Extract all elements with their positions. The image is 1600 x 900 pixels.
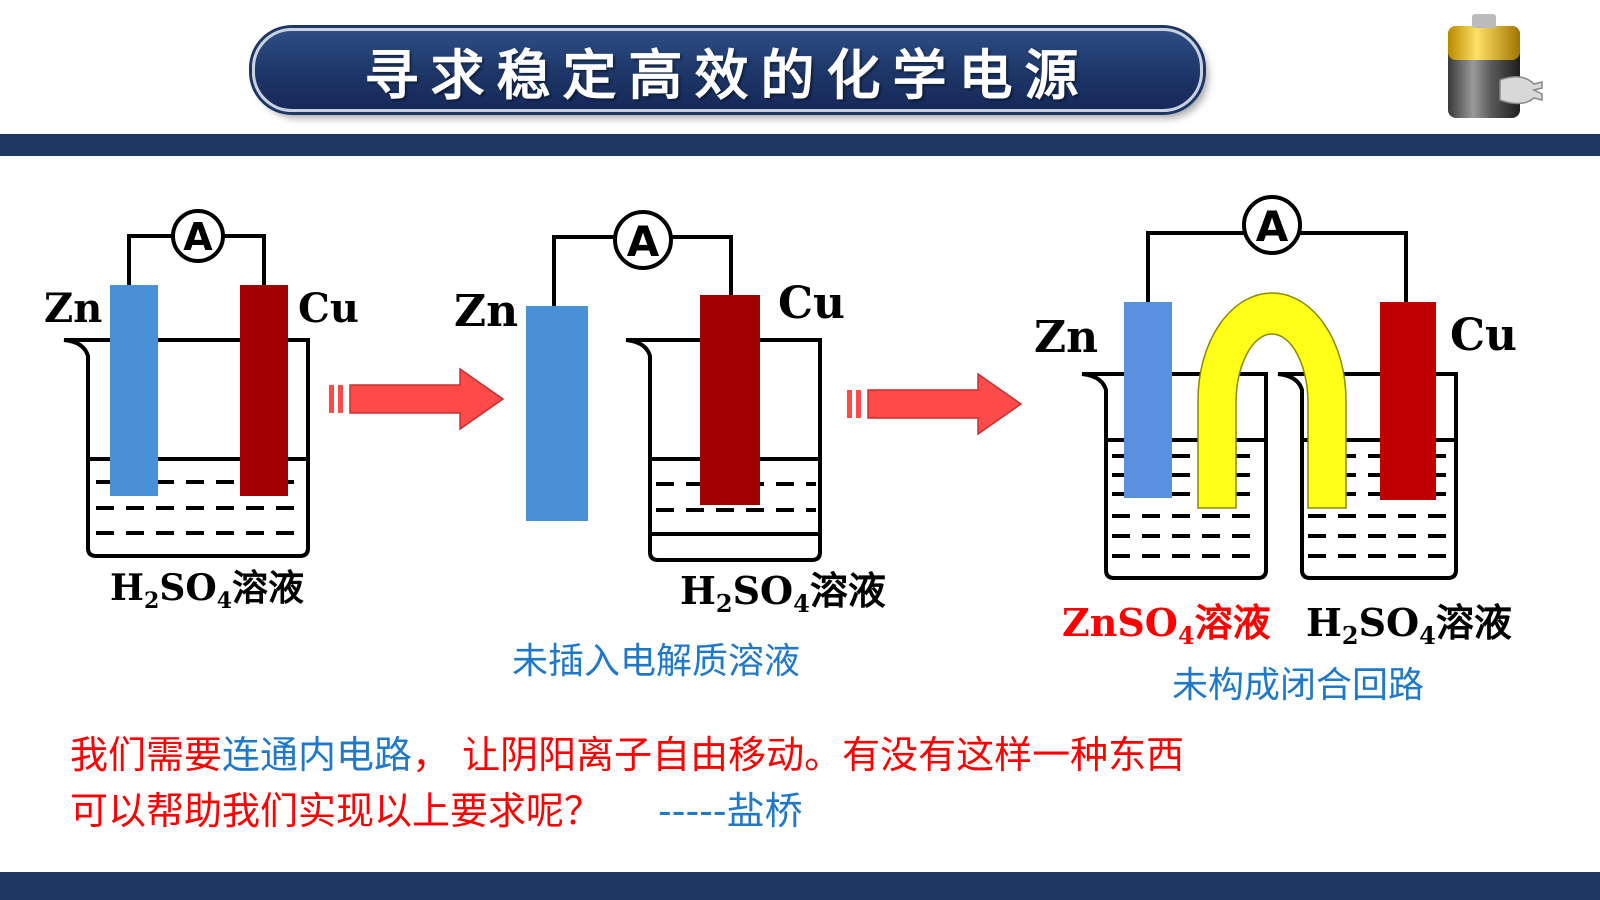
setup2-ammeter xyxy=(613,210,673,270)
setup1-ammeter xyxy=(171,209,225,263)
page-title: 寻求稳定高效的化学电源 xyxy=(364,43,1091,107)
setup3-zn-electrode xyxy=(1124,302,1172,498)
setup2-solution-label: H2SO4溶液 xyxy=(680,568,886,618)
setup3-ammeter xyxy=(1242,195,1302,255)
setup2-ammeter-label: A xyxy=(627,217,660,266)
battery-plug-icon xyxy=(1448,14,1543,118)
setup3-zn-label: Zn xyxy=(1034,312,1098,363)
header-divider-bar xyxy=(0,134,1600,156)
caption-no-electrolyte: 未插入电解质溶液 xyxy=(512,641,801,682)
setup3-znso4-label: ZnSO4溶液 xyxy=(1062,600,1271,650)
setup-1: A Zn Cu H2SO4溶液 xyxy=(44,209,359,614)
setup3-salt-bridge xyxy=(1197,292,1347,509)
footer-bar xyxy=(0,872,1600,900)
setup3-right-beaker xyxy=(1277,372,1458,580)
setup3-left-beaker xyxy=(1081,372,1268,580)
setup1-zn-electrode xyxy=(110,285,158,496)
answer-salt-bridge: -----盐桥 xyxy=(658,789,803,833)
question-text-b: ， 让阴阳离子自由移动。有没有这样一种东西 xyxy=(412,733,1185,777)
setup1-cu-label: Cu xyxy=(298,285,359,332)
setup3-ammeter-label: A xyxy=(1256,202,1289,251)
setup3-cu-electrode xyxy=(1380,302,1436,500)
caption-no-closed-loop: 未构成闭合回路 xyxy=(1172,665,1425,706)
setup1-beaker xyxy=(63,338,310,558)
title-banner: 寻求稳定高效的化学电源 xyxy=(252,28,1203,112)
setup1-cu-electrode xyxy=(240,285,288,496)
setup2-cu-label: Cu xyxy=(778,278,845,329)
setup3-cu-label: Cu xyxy=(1450,310,1517,361)
setup2-beaker xyxy=(625,338,822,562)
question-line-2: 可以帮助我们实现以上要求呢？ -----盐桥 xyxy=(70,780,803,835)
setup3-h2so4-label: H2SO4溶液 xyxy=(1306,600,1512,650)
setup2-cu-electrode xyxy=(700,295,760,505)
question-line-1: 我们需要连通内电路， 让阴阳离子自由移动。有没有这样一种东西 xyxy=(70,724,1184,779)
arrow-2 xyxy=(847,372,1023,436)
question-text-highlight: 连通内电路 xyxy=(222,733,413,777)
arrow-1 xyxy=(329,367,505,431)
setup-3: A Zn Cu ZnSO4溶液 H2SO4溶液 xyxy=(1034,195,1517,650)
setup1-ammeter-label: A xyxy=(183,215,213,259)
setup1-solution-label: H2SO4溶液 xyxy=(110,567,304,614)
setup1-zn-label: Zn xyxy=(44,285,102,332)
setup-2: A Zn Cu H2SO4溶液 xyxy=(454,210,886,618)
setup2-zn-electrode xyxy=(526,306,588,521)
setup2-zn-label: Zn xyxy=(454,286,518,337)
question-text-c: 可以帮助我们实现以上要求呢？ xyxy=(70,789,603,833)
question-text-a: 我们需要 xyxy=(70,733,223,777)
